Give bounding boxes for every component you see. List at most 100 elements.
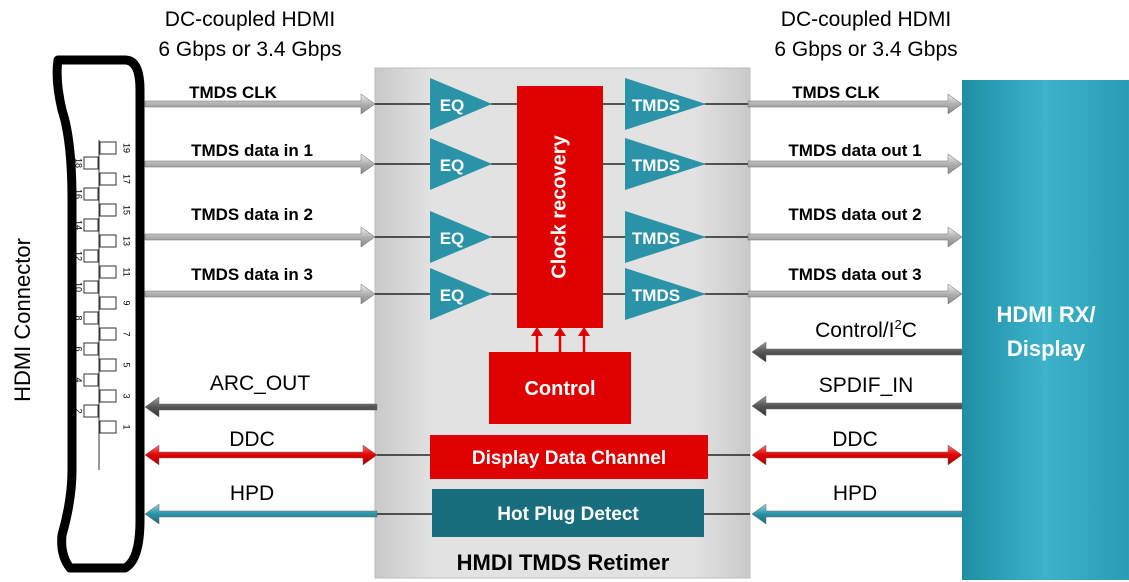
pin-bottom-2 [83, 404, 99, 418]
pin-bottom-12 [83, 249, 99, 263]
amplifiers: EQ TMDS EQ TMDS EQ TMDS EQ TMDS [430, 78, 706, 320]
pin-top-label-19: 19 [122, 143, 132, 153]
output-label-2: TMDS data out 2 [788, 205, 921, 224]
tmds-amp-0 [625, 78, 706, 130]
left-hpd-arrow [144, 503, 378, 525]
pin-bottom-6 [83, 342, 99, 356]
hdmi-connector: 19 17 15 13 11 9 7 5 3 1 18 16 14 12 10 8 6 4 2 [52, 55, 145, 573]
pin-bottom-label-14: 14 [74, 220, 84, 230]
pin-bottom-4 [83, 373, 99, 387]
output-label-0: TMDS CLK [792, 83, 881, 102]
pin-top-19 [99, 141, 117, 155]
eq-label-2: EQ [440, 229, 465, 248]
pin-top-label-5: 5 [122, 362, 132, 367]
output-arrow-2 [747, 226, 963, 248]
input-label-3: TMDS data in 3 [191, 265, 313, 284]
eq-label-3: EQ [440, 286, 465, 305]
input-arrow-3 [144, 283, 376, 305]
rx-display-box [962, 80, 1129, 580]
control-block [489, 352, 631, 424]
pin-bottom-14 [83, 218, 99, 232]
ddc-block-label: Display Data Channel [472, 448, 666, 469]
pin-top-13 [99, 234, 117, 248]
pin-top-label-3: 3 [122, 393, 132, 398]
pin-bottom-label-18: 18 [74, 158, 84, 168]
right-hpd-arrow [751, 503, 963, 525]
right-header-line1: DC-coupled HDMI [781, 8, 951, 31]
right-hpd-label: HPD [833, 482, 877, 505]
pin-top-17 [99, 172, 117, 186]
arc-out-arrow [144, 396, 378, 418]
pin-top-label-13: 13 [122, 236, 132, 246]
spdif-in-arrow [751, 395, 963, 417]
left-hpd-label: HPD [230, 482, 274, 505]
tmds-label-3: TMDS [632, 286, 680, 305]
eq-amp-0 [430, 78, 492, 130]
pin-top-7 [99, 327, 117, 341]
tmds-amp-3 [625, 268, 706, 320]
pin-bottom-label-2: 2 [74, 408, 84, 413]
left-header-line1: DC-coupled HDMI [165, 8, 335, 31]
output-label-1: TMDS data out 1 [788, 141, 921, 160]
eq-amp-2 [430, 211, 492, 263]
pin-top-label-1: 1 [122, 424, 132, 429]
input-arrow-2 [144, 226, 376, 248]
spdif-in-label: SPDIF_IN [819, 374, 914, 397]
output-arrow-3 [747, 283, 963, 305]
output-arrow-1 [747, 153, 963, 175]
pin-bottom-label-16: 16 [74, 189, 84, 199]
pin-top-label-17: 17 [122, 174, 132, 184]
ddc-block [430, 435, 708, 479]
pin-top-11 [99, 265, 117, 279]
pin-top-3 [99, 389, 117, 403]
rx-display-line2: Display [1007, 336, 1086, 361]
control-arrows [531, 327, 590, 352]
control-i2c-arrow [751, 341, 963, 363]
eq-label-1: EQ [440, 156, 465, 175]
input-label-0: TMDS CLK [189, 83, 278, 102]
pin-bottom-8 [83, 311, 99, 325]
left-ddc-arrow [144, 444, 378, 466]
tmds-label-0: TMDS [632, 96, 680, 115]
input-label-1: TMDS data in 1 [191, 141, 313, 160]
pin-bottom-label-12: 12 [74, 251, 84, 261]
rx-display-line1: HDMI RX/ [997, 302, 1096, 327]
pin-bottom-label-4: 4 [74, 377, 84, 382]
retimer-title: HMDI TMDS Retimer [457, 550, 670, 575]
control-i2c-label: Control/I2C [815, 317, 917, 342]
pin-top-label-11: 11 [122, 267, 132, 276]
arc-out-label: ARC_OUT [210, 372, 311, 395]
right-header-line2: 6 Gbps or 3.4 Gbps [774, 38, 957, 61]
pin-bottom-18 [83, 156, 99, 170]
signal-arrows [144, 93, 963, 525]
tmds-amp-1 [625, 138, 706, 190]
pin-top-label-7: 7 [122, 331, 132, 336]
clock-recovery-block [517, 86, 603, 328]
hpd-block [432, 489, 704, 537]
hpd-block-label: Hot Plug Detect [497, 504, 639, 525]
tmds-label-1: TMDS [632, 156, 680, 175]
eq-label-0: EQ [440, 96, 465, 115]
pin-bottom-10 [83, 280, 99, 294]
control-label: Control [524, 378, 595, 400]
clock-recovery-label: Clock recovery [548, 134, 570, 278]
pin-bottom-label-8: 8 [74, 315, 84, 320]
left-ddc-label: DDC [229, 428, 275, 451]
pin-top-1 [99, 420, 117, 434]
connector-pins: 19 17 15 13 11 9 7 5 3 1 18 16 14 12 10 8 6 4 2 [74, 140, 132, 470]
pin-top-label-15: 15 [122, 205, 132, 215]
input-label-2: TMDS data in 2 [191, 205, 313, 224]
eq-amp-1 [430, 138, 492, 190]
tmds-label-2: TMDS [632, 229, 680, 248]
output-arrow-0 [747, 93, 963, 115]
input-arrow-0 [144, 93, 376, 115]
pin-bottom-label-6: 6 [74, 346, 84, 351]
output-label-3: TMDS data out 3 [788, 265, 921, 284]
input-arrow-1 [144, 153, 376, 175]
pin-bottom-label-10: 10 [74, 282, 84, 292]
eq-amp-3 [430, 268, 492, 320]
pin-top-9 [99, 296, 117, 310]
pin-top-label-9: 9 [122, 300, 132, 305]
pin-top-15 [99, 203, 117, 217]
